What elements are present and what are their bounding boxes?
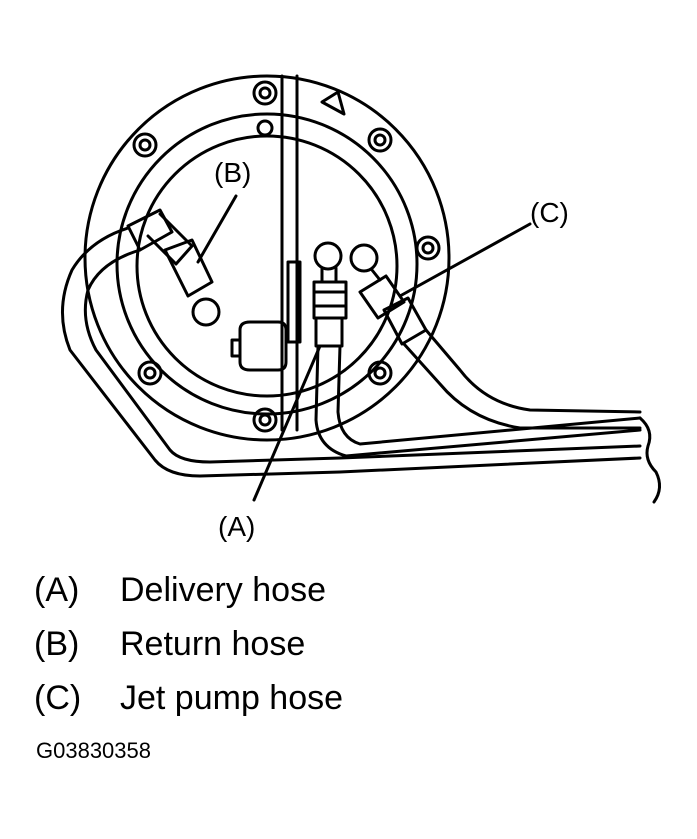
legend-text: Delivery hose [120, 571, 326, 609]
delivery-hose-fitting [312, 241, 348, 348]
legend-key: (A) [34, 571, 80, 609]
callout-b: (B) [214, 157, 251, 188]
legend-key: (B) [34, 625, 80, 663]
callout-c: (C) [530, 197, 569, 228]
flange-bolts [132, 80, 441, 433]
figure-id: G03830358 [36, 738, 151, 763]
jet-pump-hose [402, 342, 642, 430]
delivery-hose [314, 344, 642, 458]
legend-text: Jet pump hose [120, 679, 344, 717]
return-hose [61, 226, 642, 478]
legend-key: (C) [34, 679, 82, 717]
legend-text: Return hose [120, 625, 306, 663]
pump-flange [83, 74, 451, 442]
callout-a: (A) [218, 511, 255, 542]
electrical-connector [238, 320, 288, 372]
return-hose-fitting [126, 208, 221, 327]
